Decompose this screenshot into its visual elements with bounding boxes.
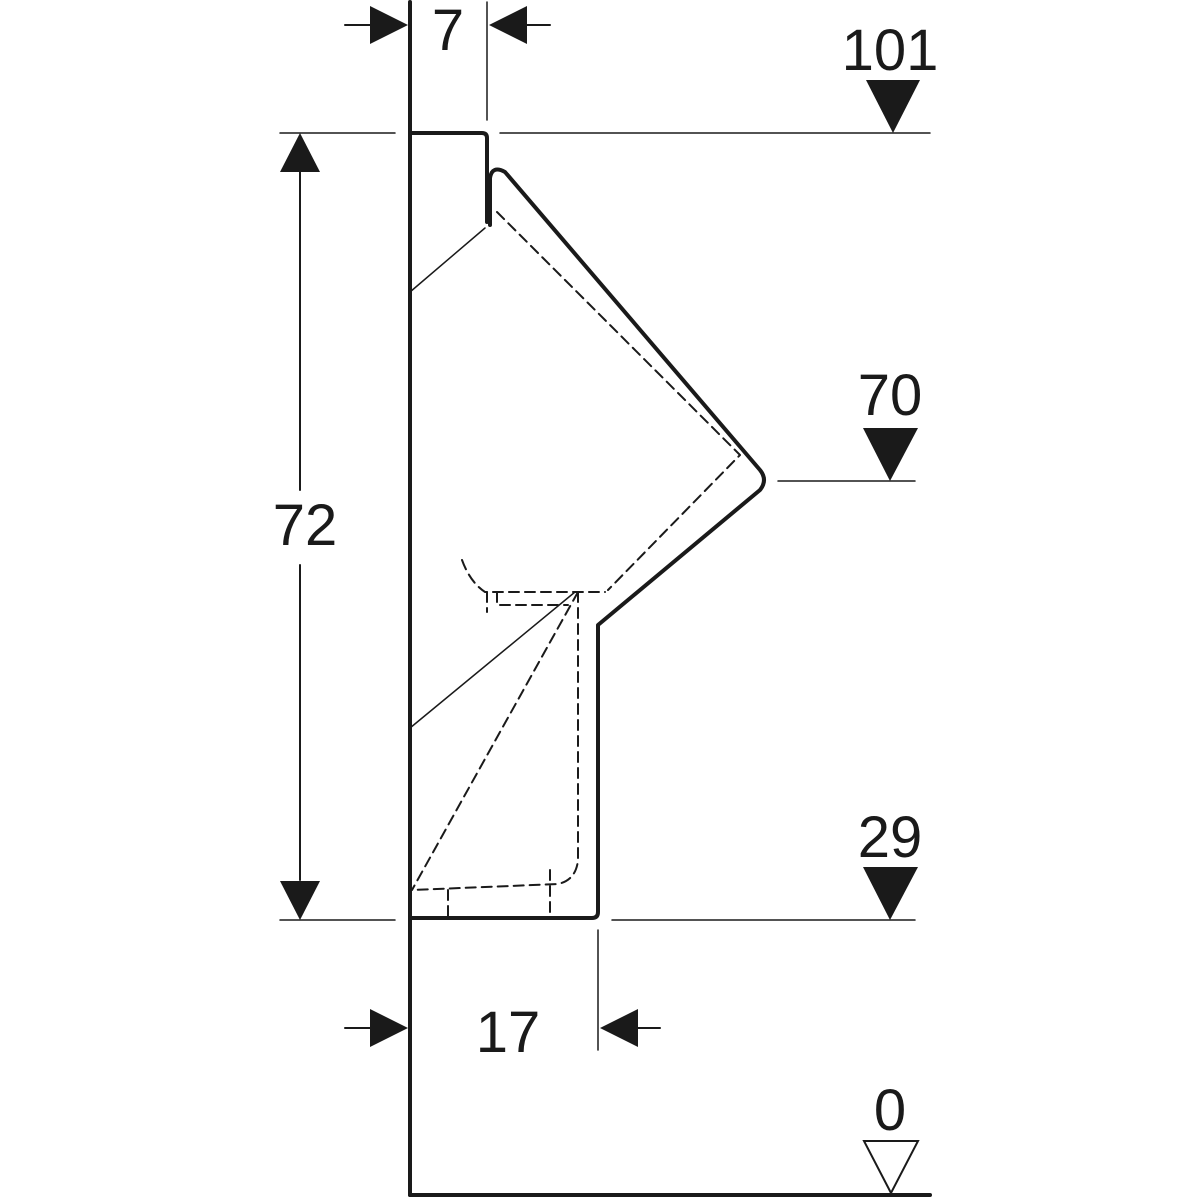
cistern-block <box>408 131 489 224</box>
level-floor-label: 0 <box>874 1078 906 1143</box>
arrow-down-icon <box>280 133 320 172</box>
level-top-label: 101 <box>842 18 939 83</box>
arrow-right-icon <box>370 6 408 44</box>
floor-level-marker-icon <box>862 1140 920 1196</box>
arrow-right-icon <box>370 1009 408 1047</box>
urinal-outline <box>408 167 766 920</box>
level-marker-icon <box>866 80 920 133</box>
height-label: 72 <box>273 493 338 558</box>
inner-edge <box>409 591 576 729</box>
level-bottom-label: 29 <box>858 805 923 870</box>
wall-offset-label: 7 <box>432 0 464 63</box>
arrow-left-icon <box>489 6 527 44</box>
hidden-lines <box>411 211 741 919</box>
level-marker-icon <box>863 428 918 481</box>
arrow-left-icon <box>600 1009 638 1047</box>
depth-label: 17 <box>476 1000 541 1065</box>
arrow-up-icon <box>280 881 320 920</box>
level-middle-label: 70 <box>858 363 923 428</box>
block-edge <box>409 227 486 293</box>
level-marker-icon <box>863 867 918 920</box>
